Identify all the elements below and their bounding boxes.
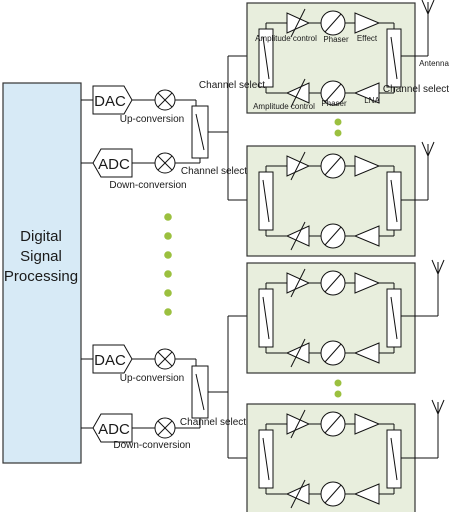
channel-select-switch bbox=[191, 365, 209, 419]
down-mixer-icon bbox=[154, 417, 176, 439]
ellipsis-dot bbox=[164, 270, 172, 278]
dsp-label-line1: Digital bbox=[20, 228, 62, 245]
down-conversion-label: Down-conversion bbox=[109, 180, 186, 191]
up-mixer-icon bbox=[154, 348, 176, 370]
dac-block bbox=[92, 344, 133, 374]
chain-1: DAC Up-conversion ADC Down-conversion Ch… bbox=[81, 55, 259, 201]
channel-select-label-left: Channel select bbox=[199, 80, 265, 91]
dac-block bbox=[92, 85, 133, 115]
adc-label: ADC bbox=[98, 156, 130, 173]
ellipsis-dot bbox=[334, 390, 342, 398]
ellipsis-dot bbox=[164, 232, 172, 240]
antenna-icon bbox=[421, 141, 435, 173]
channel-select-label: Channel select bbox=[181, 166, 247, 177]
dsp-block bbox=[2, 82, 82, 464]
antenna-label: Antenna bbox=[419, 59, 449, 68]
rf-module-1: Amplitude control Phaser Effect Channel … bbox=[199, 0, 449, 114]
ellipsis-dot bbox=[164, 251, 172, 259]
ellipsis-dot bbox=[334, 379, 342, 387]
ellipsis-dot bbox=[334, 129, 342, 137]
ellipsis-dot bbox=[164, 289, 172, 297]
down-conversion-label: Down-conversion bbox=[113, 440, 190, 451]
channel-select-switch bbox=[191, 105, 209, 159]
rf-module-2 bbox=[246, 141, 435, 257]
rf-module-4 bbox=[246, 399, 445, 512]
up-mixer-icon bbox=[154, 89, 176, 111]
dsp-label-line3: Processing bbox=[4, 268, 78, 285]
ellipsis-dot bbox=[164, 213, 172, 221]
amplitude-control-label-top: Amplitude control bbox=[255, 34, 317, 43]
antenna-icon bbox=[421, 0, 435, 31]
down-mixer-icon bbox=[154, 152, 176, 174]
rf-module-3 bbox=[246, 259, 445, 374]
phaser-label-top: Phaser bbox=[323, 35, 349, 44]
chain-2: DAC Up-conversion ADC Down-conversion Ch… bbox=[81, 315, 259, 459]
adc-label: ADC bbox=[98, 421, 130, 438]
lna-label: LNA bbox=[364, 96, 380, 105]
up-conversion-label: Up-conversion bbox=[120, 114, 184, 125]
antenna-icon bbox=[431, 399, 445, 431]
antenna-icon bbox=[431, 259, 445, 291]
up-conversion-label: Up-conversion bbox=[120, 373, 184, 384]
channel-select-label-right: Channel select bbox=[383, 84, 449, 95]
ellipsis-dot bbox=[164, 308, 172, 316]
dac-label: DAC bbox=[94, 93, 126, 110]
channel-select-label: Channel select bbox=[180, 417, 246, 428]
ellipsis-dot bbox=[334, 118, 342, 126]
dsp-label-line2: Signal bbox=[20, 248, 62, 265]
amplitude-control-label-bottom: Amplitude control bbox=[253, 102, 315, 111]
phaser-label-bottom: Phaser bbox=[321, 99, 347, 108]
dac-label: DAC bbox=[94, 352, 126, 369]
effect-label: Effect bbox=[357, 34, 378, 43]
